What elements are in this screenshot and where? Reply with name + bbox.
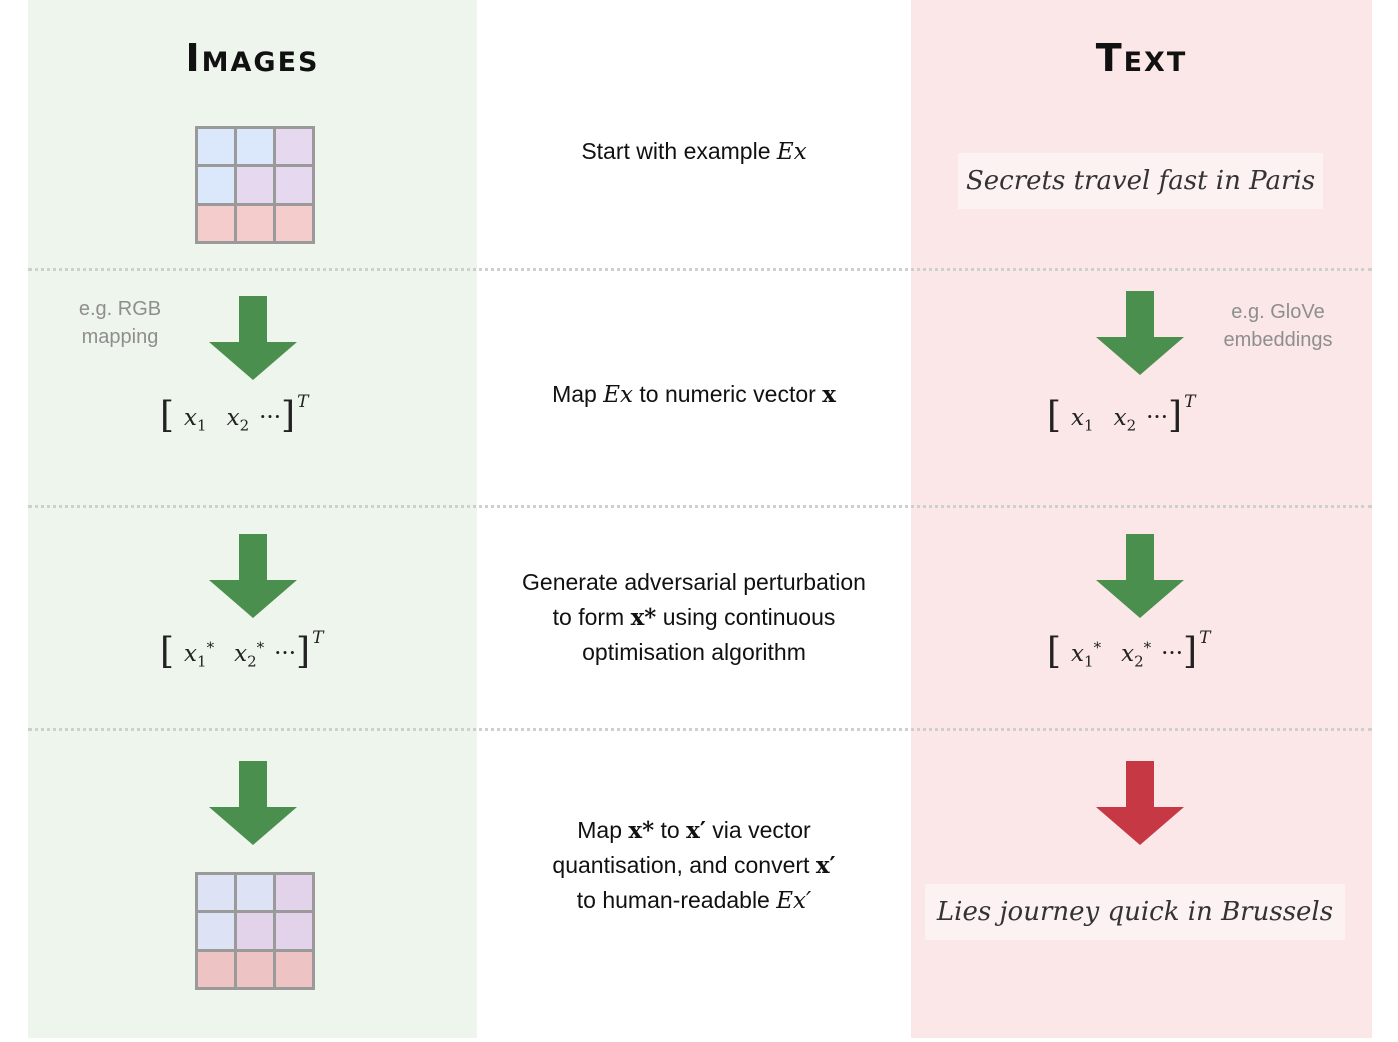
adversarial-image-grid: [195, 872, 315, 990]
step-start-text: Start with example Ex: [581, 138, 807, 165]
images-heading: Images: [185, 36, 320, 80]
step-quantise-text: Map x* to x′ via vector quantisation, an…: [552, 817, 836, 914]
row-divider: [28, 505, 1372, 508]
original-sentence: Secrets travel fast in Paris: [958, 153, 1323, 209]
adversarial-sentence: Lies journey quick in Brussels: [925, 884, 1345, 940]
pixel-cell: [276, 875, 312, 911]
pixel-cell: [276, 167, 312, 203]
row-divider: [28, 268, 1372, 271]
pixel-cell: [198, 129, 234, 165]
down-arrow-icon: [1096, 534, 1184, 618]
down-arrow-icon: [209, 296, 297, 380]
pixel-cell: [276, 129, 312, 165]
text-heading: Text: [1095, 36, 1188, 80]
pixel-cell: [237, 951, 273, 987]
pixel-cell: [198, 205, 234, 241]
down-arrow-icon: [209, 534, 297, 618]
vector-x-star-text: [x1*x2*···]T: [1047, 627, 1211, 673]
pixel-cell: [198, 875, 234, 911]
pixel-cell: [237, 875, 273, 911]
original-image-grid: [195, 126, 315, 244]
pixel-cell: [237, 913, 273, 949]
pixel-cell: [198, 951, 234, 987]
pixel-cell: [237, 205, 273, 241]
down-arrow-icon: [209, 761, 297, 845]
pixel-cell: [198, 167, 234, 203]
step-map-text: Map Ex to numeric vector x: [552, 381, 836, 408]
pixel-cell: [276, 205, 312, 241]
pixel-cell: [276, 951, 312, 987]
pixel-cell: [237, 129, 273, 165]
row-divider: [28, 728, 1372, 731]
red-down-arrow-icon: [1096, 761, 1184, 845]
pixel-cell: [276, 913, 312, 949]
pixel-cell: [237, 167, 273, 203]
down-arrow-icon: [1096, 291, 1184, 375]
step-perturb-text: Generate adversarial perturbation to for…: [522, 569, 866, 665]
vector-x-star-images: [x1*x2*···]T: [160, 627, 324, 673]
pixel-cell: [198, 913, 234, 949]
